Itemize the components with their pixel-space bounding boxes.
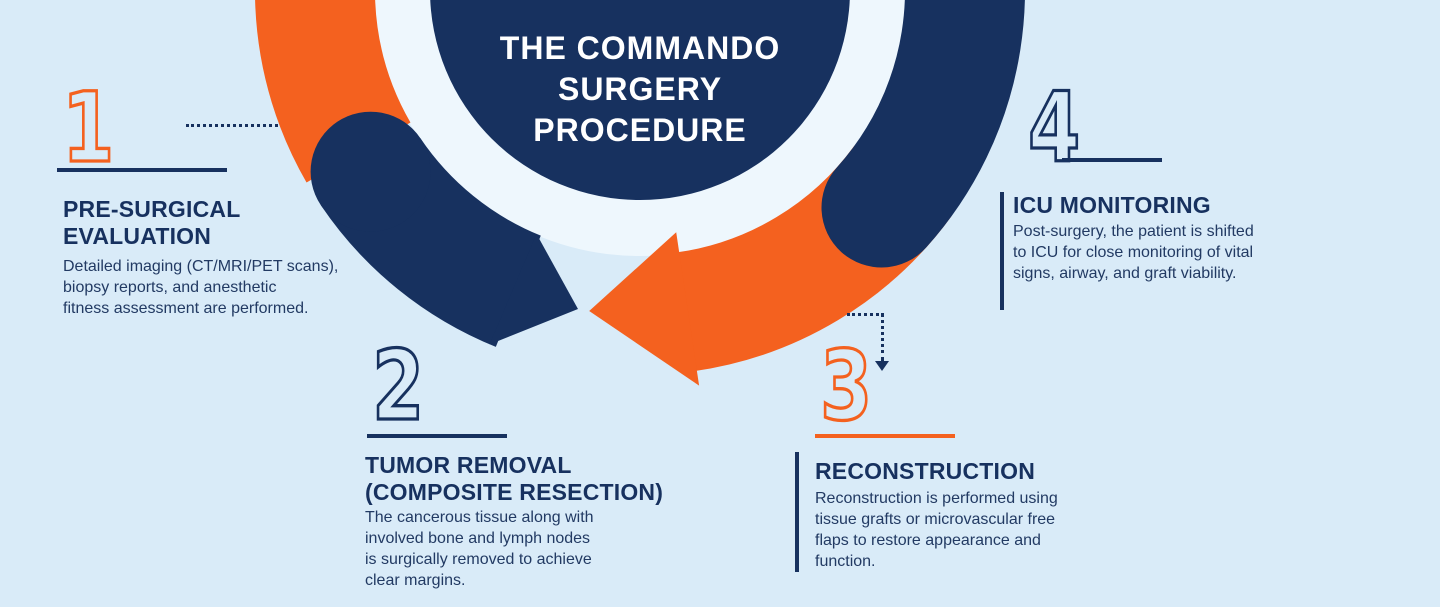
step-2-heading: TUMOR REMOVAL (COMPOSITE RESECTION) [365, 452, 663, 506]
step-1-rule [57, 168, 227, 172]
step-3-description-line: function. [815, 553, 876, 570]
step-2-description-line: clear margins. [365, 572, 466, 589]
step-3-description-line: Reconstruction is performed using [815, 490, 1058, 507]
step-4-description-line: signs, airway, and graft viability. [1013, 265, 1237, 282]
cycle-diagram [255, 0, 1025, 386]
step-4-number: 4 [1027, 72, 1082, 186]
step-3-description-line: flaps to restore appearance and [815, 532, 1041, 549]
step-2-number: 2 [371, 330, 426, 444]
step-1-description: Detailed imaging (CT/MRI/PET scans), bio… [63, 256, 338, 319]
step-3-heading-line: RECONSTRUCTION [815, 458, 1036, 484]
step-2-description-line: The cancerous tissue along with [365, 509, 594, 526]
ring-gap [374, 0, 906, 256]
step-3-accent-bar [795, 452, 799, 572]
step-3-connector-arrow-down-icon [875, 361, 889, 371]
step-3-connector-dotted-line-vertical [881, 313, 884, 361]
title-line-1: THE COMMANDO [499, 30, 781, 66]
step-3-rule [815, 434, 955, 438]
step-1-heading: PRE-SURGICAL EVALUATION [63, 196, 240, 250]
step-1-description-line: Detailed imaging (CT/MRI/PET scans), [63, 258, 339, 275]
navy-arc-right [821, 0, 1025, 268]
step-4-heading: ICU MONITORING [1013, 192, 1211, 219]
center-circle [430, 0, 850, 200]
step-2-heading-line: (COMPOSITE RESECTION) [365, 479, 664, 505]
step-3-heading: RECONSTRUCTION [815, 458, 1035, 485]
step-2-description-line: is surgically removed to achieve [365, 551, 592, 568]
step-3-number: 3 [819, 330, 874, 444]
step-1-description-line: biopsy reports, and anesthetic [63, 279, 277, 296]
orange-arc-left [255, 0, 411, 183]
diagram-title: THE COMMANDO SURGERY PROCEDURE [460, 28, 820, 151]
step-4-description-line: to ICU for close monitoring of vital [1013, 244, 1254, 261]
step-4-description: Post-surgery, the patient is shifted to … [1013, 221, 1254, 284]
navy-arrowhead-icon [489, 233, 578, 345]
step-4-accent-bar [1000, 192, 1004, 310]
step-2-rule [367, 434, 507, 438]
step-4-heading-line: ICU MONITORING [1013, 192, 1211, 218]
step-1-heading-line: EVALUATION [63, 223, 212, 249]
step-4-rule [1062, 158, 1162, 162]
step-2-description-line: involved bone and lymph nodes [365, 530, 591, 547]
step-4-description-line: Post-surgery, the patient is shifted [1013, 223, 1254, 240]
step-3-connector-dotted-line-horizontal [847, 313, 884, 316]
step-1-description-line: fitness assessment are performed. [63, 300, 309, 317]
step-1-heading-line: PRE-SURGICAL [63, 196, 241, 222]
step-3-description-line: tissue grafts or microvascular free [815, 511, 1056, 528]
step-3-description: Reconstruction is performed using tissue… [815, 488, 1058, 572]
title-line-2: SURGERY [557, 71, 723, 107]
step-1-number: 1 [61, 72, 116, 186]
step-2-number-text: 2 [372, 331, 424, 443]
orange-arrowhead-icon [589, 232, 700, 386]
step-1-connector-dotted-line [186, 124, 278, 127]
step-3-number-text: 3 [820, 331, 872, 443]
navy-arrow-tail [310, 111, 431, 232]
step-1-number-text: 1 [62, 73, 114, 185]
step-2-description: The cancerous tissue along with involved… [365, 507, 594, 591]
step-2-heading-line: TUMOR REMOVAL [365, 452, 572, 478]
title-line-3: PROCEDURE [533, 112, 747, 148]
step-4-number-text: 4 [1028, 73, 1080, 185]
